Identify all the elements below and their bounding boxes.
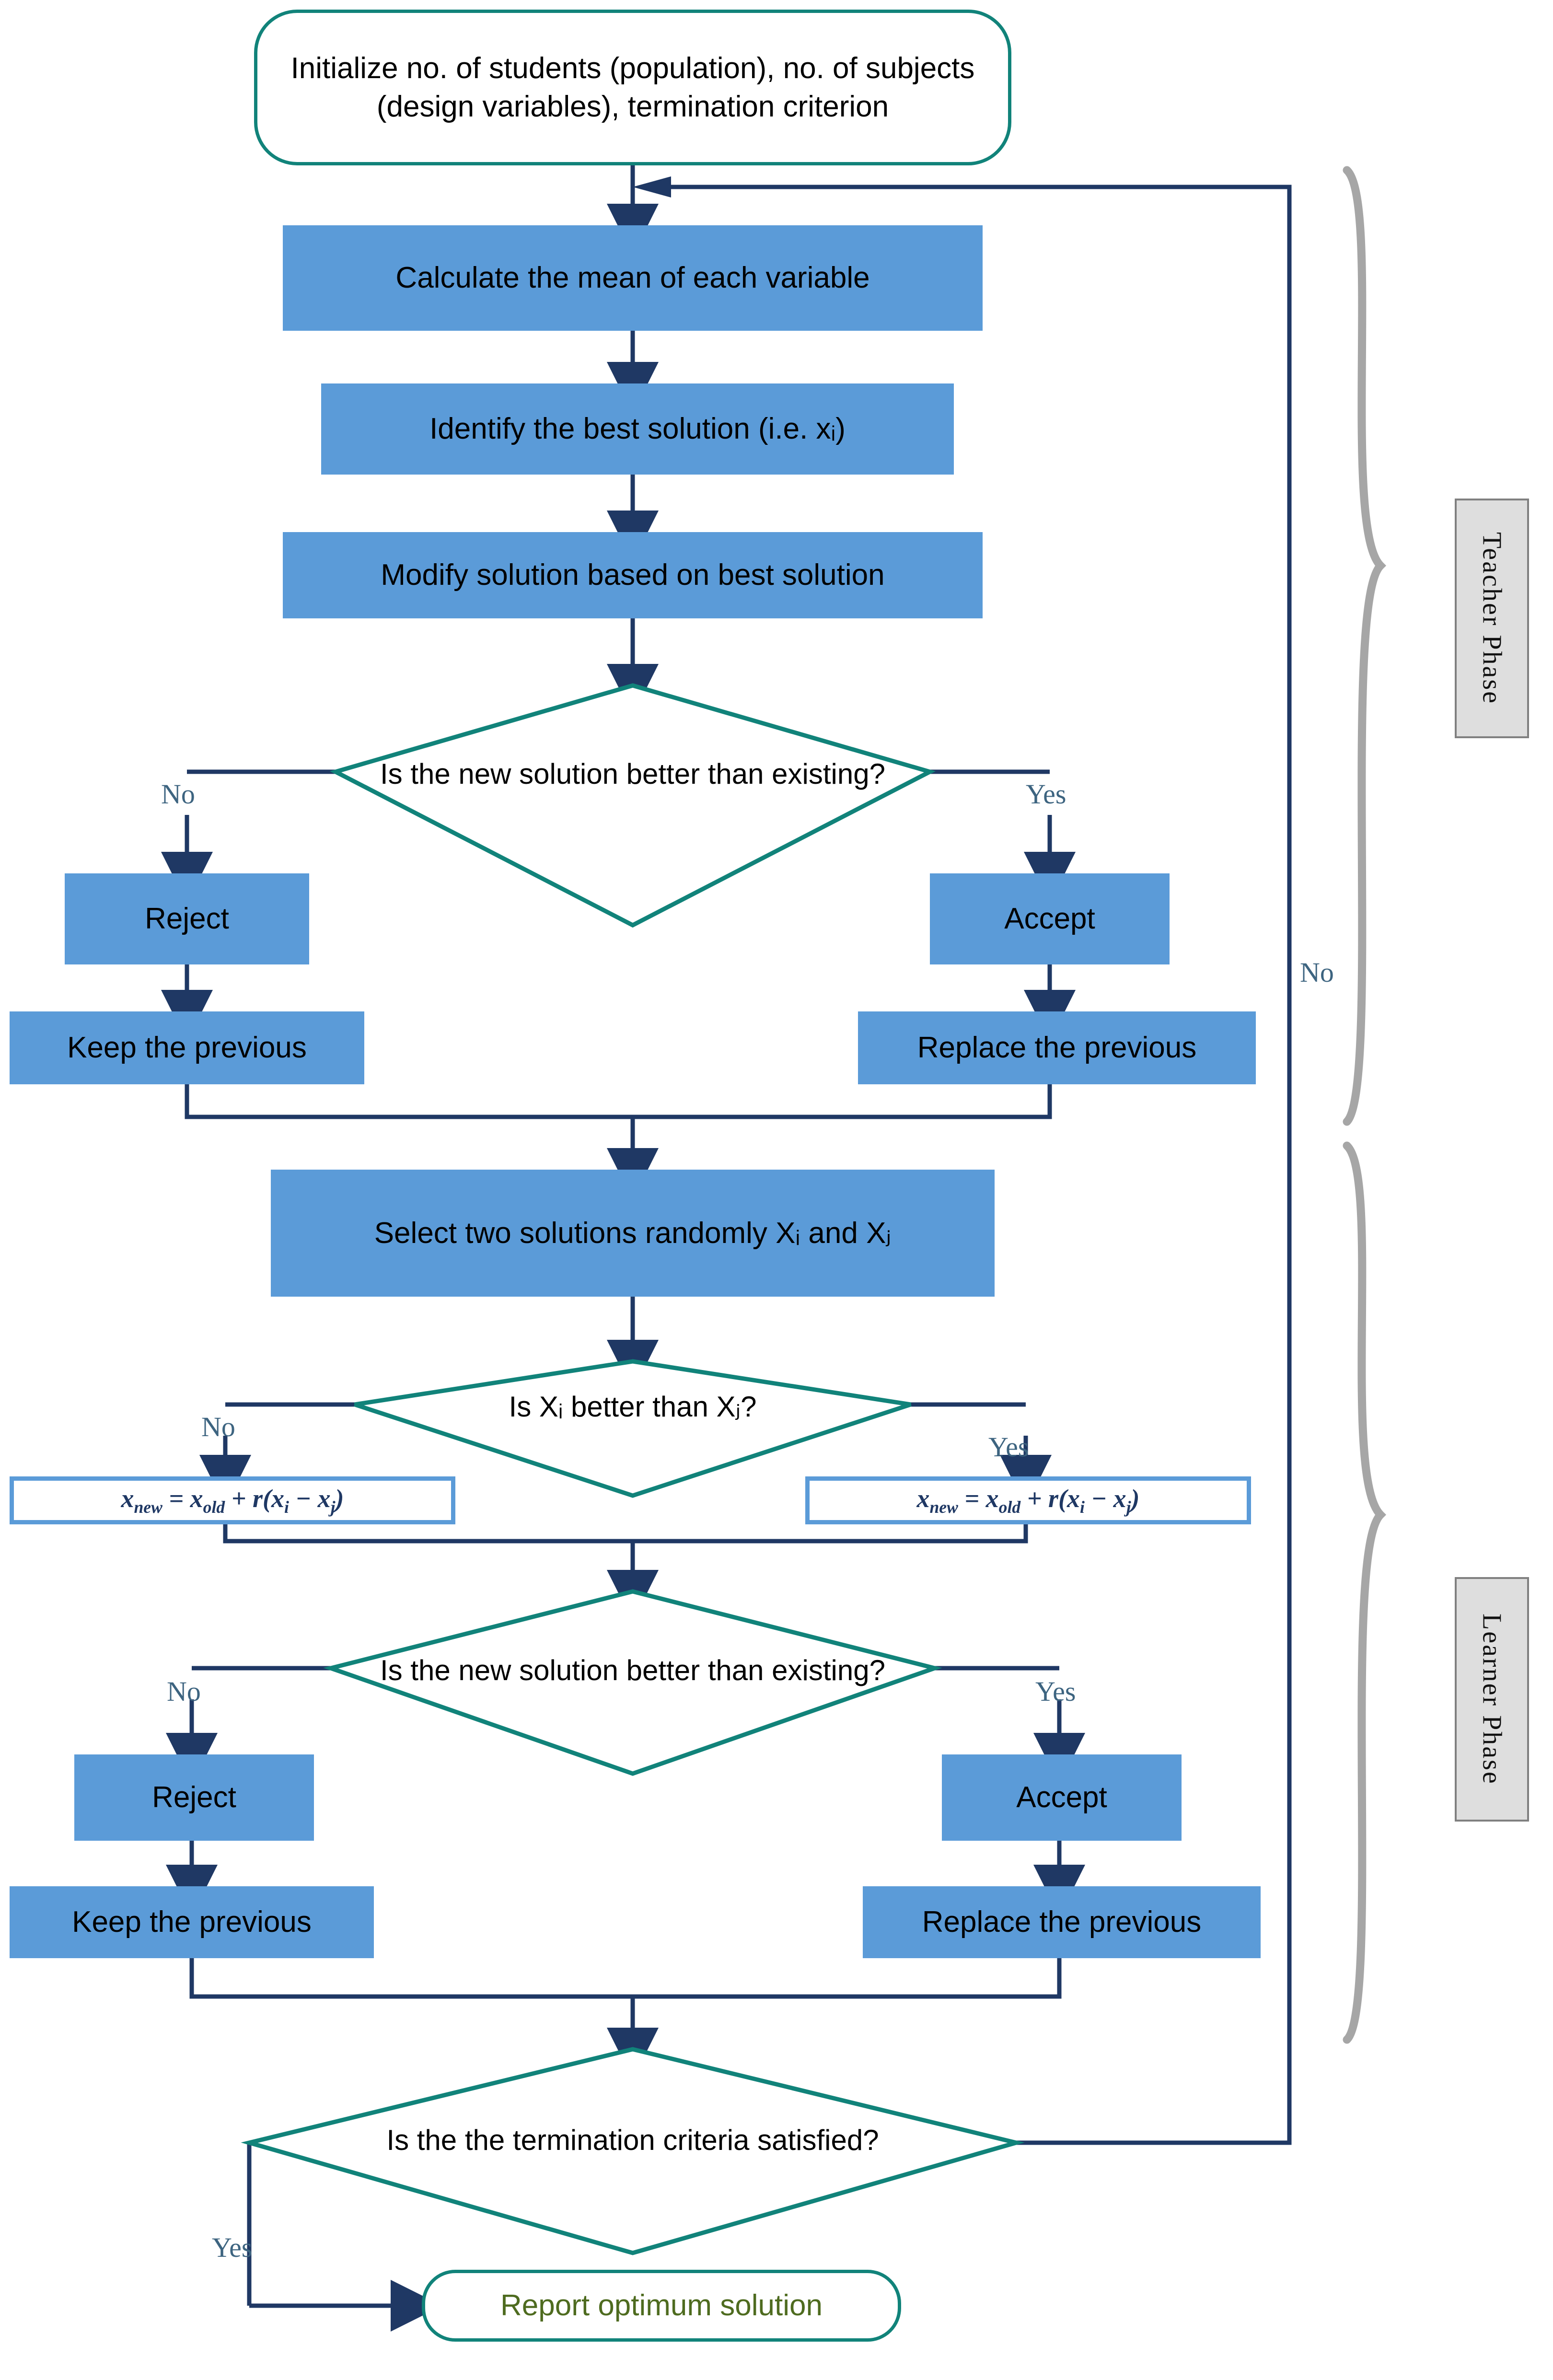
- start-label: Initialize no. of students (population),…: [290, 52, 975, 123]
- reject-learner-label: Reject: [152, 1781, 236, 1814]
- process-keep-previous-teacher: Keep the previous: [10, 1011, 364, 1084]
- branch-label-xixj-yes: Yes: [988, 1431, 1029, 1463]
- decision-termination-label: Is the the termination criteria satisfie…: [386, 2124, 879, 2156]
- process-reject-teacher: Reject: [65, 873, 309, 964]
- calculate-mean-label: Calculate the mean of each variable: [395, 261, 870, 295]
- keep-previous-learner-label: Keep the previous: [72, 1905, 312, 1939]
- phase-label-learner: Learner Phase: [1477, 1614, 1507, 1785]
- phase-box-learner: Learner Phase: [1455, 1577, 1529, 1822]
- decision-diamonds: [241, 683, 1025, 2255]
- branch-label-learner-no: No: [167, 1676, 201, 1707]
- decision-termination: Is the the termination criteria satisfie…: [364, 2095, 901, 2186]
- branch-label-teacher-yes: Yes: [1026, 778, 1066, 810]
- phase-label-teacher: Teacher Phase: [1477, 532, 1507, 705]
- identify-best-label: Identify the best solution (i.e. xᵢ): [429, 412, 846, 446]
- loopback-arrowhead: [633, 176, 671, 197]
- process-select-two-solutions: Select two solutions randomly Xᵢ and Xⱼ: [271, 1170, 995, 1297]
- reject-teacher-label: Reject: [145, 902, 229, 936]
- process-reject-learner: Reject: [74, 1754, 314, 1841]
- process-modify-solution: Modify solution based on best solution: [283, 532, 983, 618]
- branch-label-xixj-no: No: [201, 1411, 235, 1442]
- phase-box-teacher: Teacher Phase: [1455, 499, 1529, 738]
- process-identify-best: Identify the best solution (i.e. xᵢ): [321, 383, 954, 475]
- formula-box-left: xnew = xold + r(xi − xj): [10, 1476, 455, 1524]
- modify-solution-label: Modify solution based on best solution: [381, 558, 885, 592]
- replace-previous-learner-label: Replace the previous: [922, 1905, 1202, 1939]
- formula-right-text: xnew = xold + r(xi − xj): [916, 1484, 1140, 1517]
- formula-box-right: xnew = xold + r(xi − xj): [805, 1476, 1251, 1524]
- process-replace-previous-learner: Replace the previous: [863, 1886, 1261, 1958]
- accept-teacher-label: Accept: [1004, 902, 1095, 936]
- decision-learner-better: Is the new solution better than existing…: [364, 1625, 901, 1716]
- branch-label-teacher-no: No: [161, 778, 195, 810]
- decision-xi-better-xj: Is Xᵢ better than Xⱼ?: [383, 1381, 882, 1433]
- branch-label-learner-yes: Yes: [1035, 1676, 1076, 1707]
- start-terminator: Initialize no. of students (population),…: [254, 10, 1011, 165]
- decision-teacher-better: Is the new solution better than existing…: [364, 729, 901, 820]
- end-terminator: Report optimum solution: [422, 2270, 901, 2342]
- keep-previous-teacher-label: Keep the previous: [67, 1031, 307, 1065]
- process-keep-previous-learner: Keep the previous: [10, 1886, 374, 1958]
- replace-previous-teacher-label: Replace the previous: [917, 1031, 1197, 1065]
- formula-left-text: xnew = xold + r(xi − xj): [121, 1484, 344, 1517]
- decision-teacher-label: Is the new solution better than existing…: [380, 758, 885, 790]
- end-label: Report optimum solution: [500, 2289, 823, 2322]
- process-accept-learner: Accept: [942, 1754, 1182, 1841]
- phase-braces: [1343, 166, 1386, 2044]
- process-accept-teacher: Accept: [930, 873, 1170, 964]
- select-two-solutions-label: Select two solutions randomly Xᵢ and Xⱼ: [374, 1216, 892, 1250]
- branch-label-loopback-no: No: [1300, 957, 1334, 988]
- process-replace-previous-teacher: Replace the previous: [858, 1011, 1256, 1084]
- accept-learner-label: Accept: [1016, 1781, 1107, 1814]
- branch-label-termination-yes: Yes: [212, 2232, 253, 2263]
- decision-learner-label: Is the new solution better than existing…: [380, 1654, 885, 1686]
- decision-xi-xj-label: Is Xᵢ better than Xⱼ?: [509, 1391, 757, 1423]
- process-calculate-mean: Calculate the mean of each variable: [283, 225, 983, 331]
